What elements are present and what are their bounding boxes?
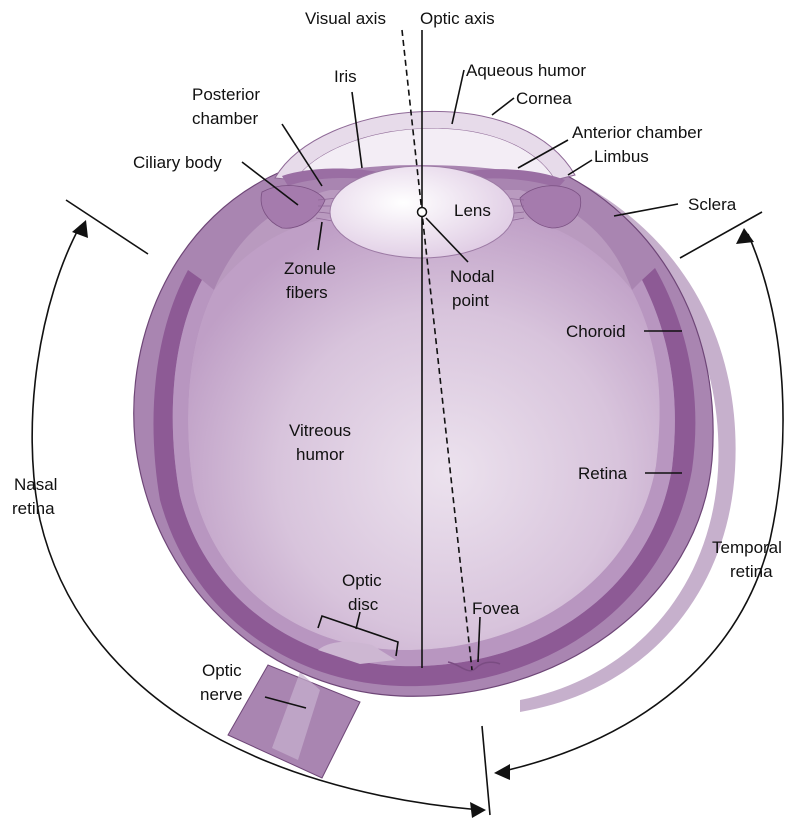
label-cornea: Cornea <box>516 89 572 108</box>
label-zonule-fibers-2: fibers <box>286 283 328 302</box>
label-nodal-point-2: point <box>452 291 489 310</box>
label-temporal-retina-2: retina <box>730 562 773 581</box>
label-nodal-point-1: Nodal <box>450 267 494 286</box>
label-posterior-chamber-2: chamber <box>192 109 258 128</box>
label-ciliary-body: Ciliary body <box>133 153 222 172</box>
label-aqueous-humor: Aqueous humor <box>466 61 586 80</box>
label-temporal-retina-1: Temporal <box>712 538 782 557</box>
label-limbus: Limbus <box>594 147 649 166</box>
label-sclera: Sclera <box>688 195 737 214</box>
label-vitreous-humor-1: Vitreous <box>289 421 351 440</box>
label-lens: Lens <box>454 201 491 220</box>
label-nasal-retina-2: retina <box>12 499 55 518</box>
label-choroid: Choroid <box>566 322 626 341</box>
nasal-arrow-bottom <box>470 802 486 818</box>
vitreous-humor <box>188 205 660 650</box>
label-vitreous-humor-2: humor <box>296 445 345 464</box>
label-anterior-chamber: Anterior chamber <box>572 123 703 142</box>
label-optic-nerve-1: Optic <box>202 661 242 680</box>
label-optic-axis: Optic axis <box>420 9 495 28</box>
label-optic-disc-2: disc <box>348 595 379 614</box>
label-visual-axis: Visual axis <box>305 9 386 28</box>
label-optic-nerve-2: nerve <box>200 685 243 704</box>
label-iris: Iris <box>334 67 357 86</box>
label-zonule-fibers-1: Zonule <box>284 259 336 278</box>
label-posterior-chamber-1: Posterior <box>192 85 260 104</box>
label-optic-disc-1: Optic <box>342 571 382 590</box>
nodal-point-marker <box>418 208 427 217</box>
label-fovea: Fovea <box>472 599 520 618</box>
label-nasal-retina-1: Nasal <box>14 475 57 494</box>
temporal-arrow-bottom <box>494 764 510 780</box>
label-retina: Retina <box>578 464 628 483</box>
temporal-arrow-top <box>736 228 754 244</box>
